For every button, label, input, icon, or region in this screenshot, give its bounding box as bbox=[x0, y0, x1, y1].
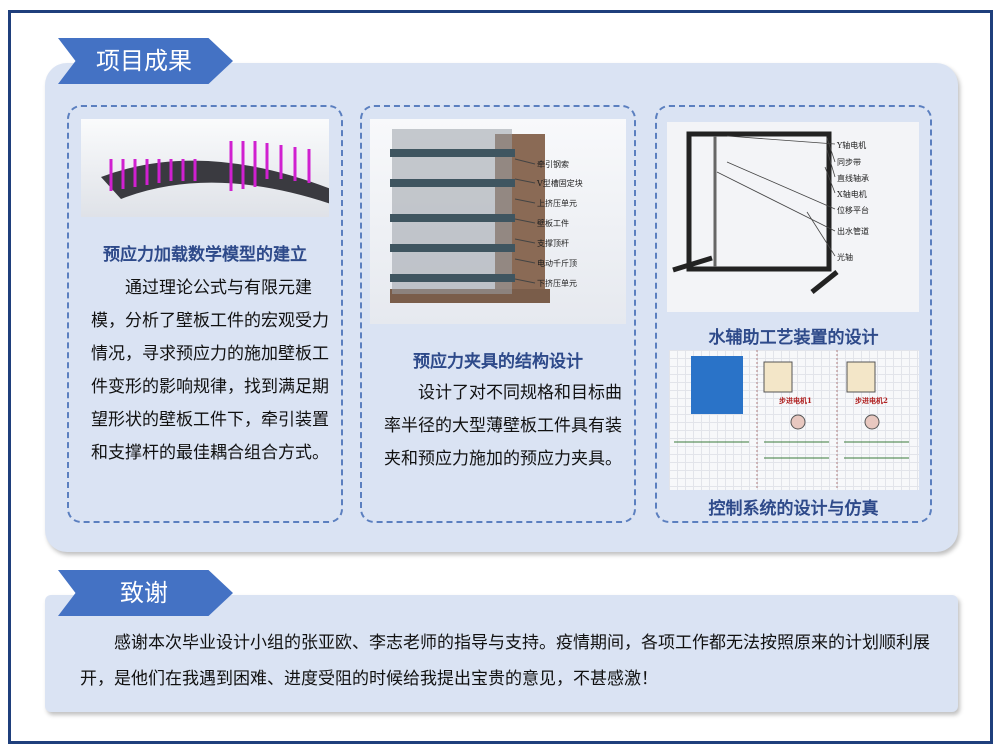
device-label: 位移平台 bbox=[837, 206, 869, 215]
schematic-label: 步进电机2 bbox=[855, 396, 888, 405]
card-title: 控制系统的设计与仿真 bbox=[708, 499, 879, 519]
device-label: 光轴 bbox=[837, 253, 853, 262]
control-schematic-image: 步进电机1 步进电机2 bbox=[669, 350, 919, 490]
card-math-model: 预应力加载数学模型的建立 通过理论公式与有限元建模，分析了壁板工件的宏观受力情况… bbox=[67, 105, 343, 523]
water-device-image: Y轴电机 同步带 直线轴承 X轴电机 位移平台 出水管道 光轴 bbox=[667, 122, 919, 312]
card-title: 水辅助工艺装置的设计 bbox=[708, 328, 879, 348]
card-title: 预应力夹具的结构设计 bbox=[413, 352, 583, 372]
device-label: 同步带 bbox=[837, 158, 861, 167]
device-label: 出水管道 bbox=[837, 227, 869, 236]
fixture-image: 牵引钢索 V型槽固定块 上挤压单元 壁板工件 支撑顶杆 电动千斤顶 下挤压单元 bbox=[370, 119, 626, 324]
thanks-body: 感谢本次毕业设计小组的张亚欧、李志老师的指导与支持。疫情期间，各项工作都无法按照… bbox=[80, 633, 930, 689]
thanks-heading: 致谢 bbox=[120, 579, 168, 607]
slide-border bbox=[8, 10, 993, 744]
fixture-label: 支撑顶杆 bbox=[537, 239, 569, 248]
card-fixture-design: 牵引钢索 V型槽固定块 上挤压单元 壁板工件 支撑顶杆 电动千斤顶 下挤压单元 … bbox=[360, 105, 636, 523]
load-model-image bbox=[81, 119, 329, 217]
device-label: 直线轴承 bbox=[837, 174, 869, 183]
fixture-label: 电动千斤顶 bbox=[537, 259, 577, 268]
results-heading-ribbon: 项目成果 bbox=[58, 38, 233, 84]
fixture-label: 上挤压单元 bbox=[537, 199, 577, 208]
thanks-heading-ribbon: 致谢 bbox=[58, 570, 233, 616]
results-heading: 项目成果 bbox=[96, 47, 192, 75]
card-water-and-control: Y轴电机 同步带 直线轴承 X轴电机 位移平台 出水管道 光轴 水辅助工艺装置的… bbox=[655, 105, 932, 523]
card-title: 预应力加载数学模型的建立 bbox=[103, 245, 307, 265]
device-label: X轴电机 bbox=[837, 190, 867, 199]
card-body: 设计了对不同规格和目标曲率半径的大型薄壁板工件具有装夹和预应力施加的预应力夹具。 bbox=[384, 383, 622, 469]
fixture-label: V型槽固定块 bbox=[537, 179, 583, 188]
fixture-label: 下挤压单元 bbox=[537, 279, 577, 288]
fixture-label: 壁板工件 bbox=[537, 219, 569, 228]
device-label: Y轴电机 bbox=[837, 141, 867, 150]
fixture-label: 牵引钢索 bbox=[537, 160, 569, 169]
schematic-label: 步进电机1 bbox=[779, 396, 812, 405]
card-body: 通过理论公式与有限元建模，分析了壁板工件的宏观受力情况，寻求预应力的施加壁板工件… bbox=[91, 278, 329, 463]
